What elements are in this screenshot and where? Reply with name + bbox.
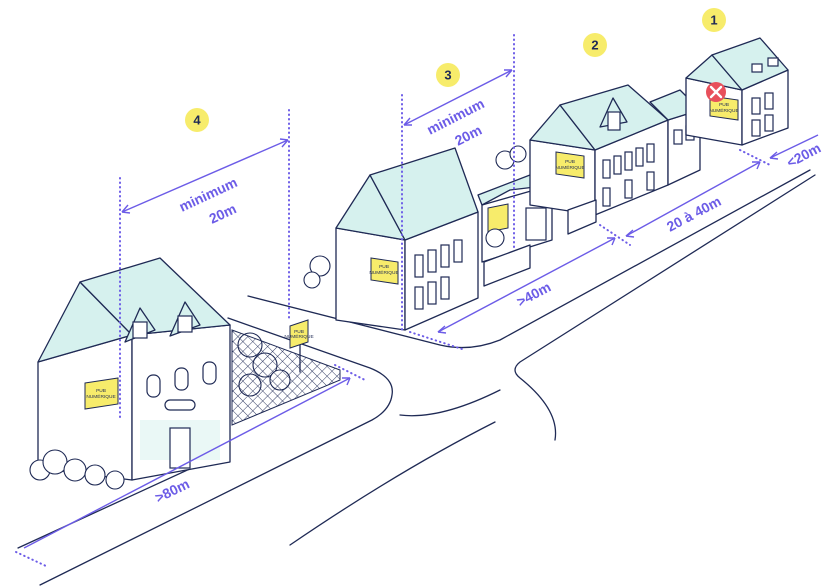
svg-text:4: 4 bbox=[193, 113, 201, 128]
building-4: PUB NUMÉRIQUE bbox=[38, 258, 230, 480]
svg-text:PUB: PUB bbox=[565, 159, 575, 165]
svg-text:NUMÉRIQUE: NUMÉRIQUE bbox=[709, 107, 738, 114]
label-20m-4: 20m bbox=[207, 200, 239, 226]
label-20m-end: <20m bbox=[784, 140, 823, 171]
cross-circle-icon bbox=[706, 82, 726, 102]
svg-text:PUB: PUB bbox=[379, 264, 389, 270]
svg-text:NUMÉRIQUE: NUMÉRIQUE bbox=[555, 164, 584, 171]
road-curve-2 bbox=[400, 390, 500, 416]
svg-text:PUB: PUB bbox=[96, 388, 106, 394]
pub-sign-building-3: PUB NUMÉRIQUE bbox=[369, 258, 398, 284]
svg-text:3: 3 bbox=[444, 68, 451, 83]
svg-text:2: 2 bbox=[591, 38, 598, 53]
road-curve bbox=[290, 422, 495, 545]
label-40m: >40m bbox=[514, 279, 553, 310]
badge-2: 2 bbox=[583, 33, 607, 57]
building-1: PUB NUMÉRIQUE bbox=[686, 38, 788, 145]
measurement-labels: minimum 20m >80m minimum 20m >40m 20 à 4… bbox=[152, 95, 823, 506]
pub-sign-building-4: PUB NUMÉRIQUE bbox=[85, 378, 118, 409]
label-80m: >80m bbox=[152, 475, 192, 505]
badge-1: 1 bbox=[702, 8, 726, 32]
pub-sign-building-2: PUB NUMÉRIQUE bbox=[555, 152, 584, 178]
svg-text:NUMÉRIQUE: NUMÉRIQUE bbox=[284, 333, 313, 340]
building-2: PUB NUMÉRIQUE bbox=[530, 85, 700, 234]
badge-3: 3 bbox=[436, 63, 460, 87]
badge-4: 4 bbox=[185, 108, 209, 132]
svg-text:NUMÉRIQUE: NUMÉRIQUE bbox=[86, 393, 115, 400]
svg-text:PUB: PUB bbox=[719, 102, 729, 108]
svg-text:1: 1 bbox=[710, 13, 717, 28]
svg-text:NUMÉRIQUE: NUMÉRIQUE bbox=[369, 269, 398, 276]
label-20m-3: 20m bbox=[452, 122, 484, 149]
